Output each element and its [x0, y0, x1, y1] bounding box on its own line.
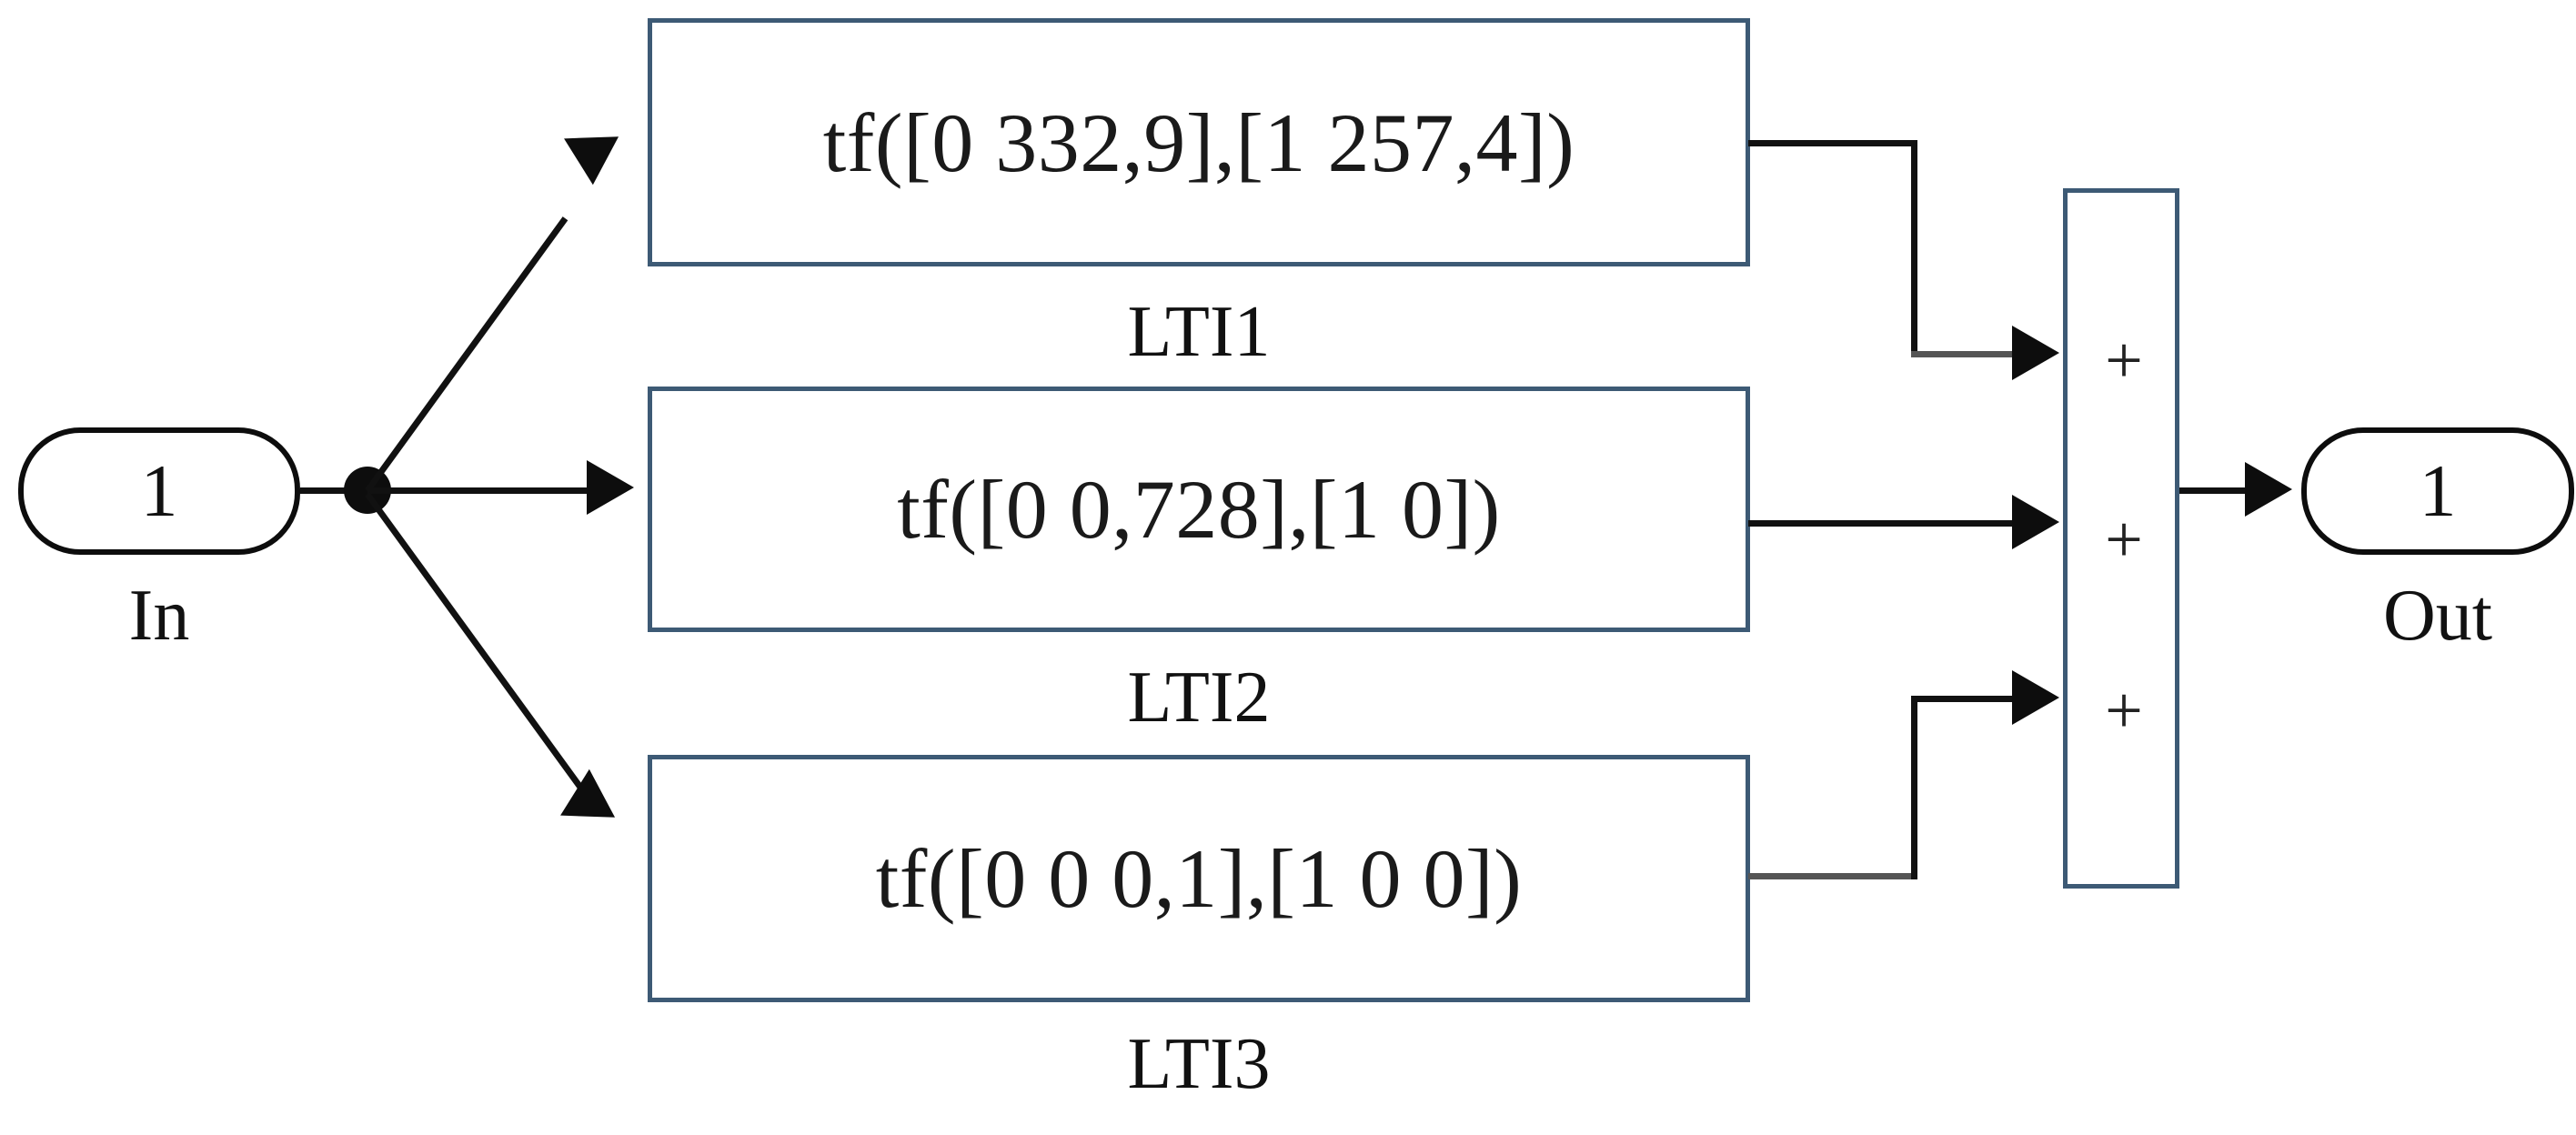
- lti-block-3-expression: tf([0 0 0,1],[1 0 0]): [875, 832, 1523, 925]
- wire-lti1-out-v: [1911, 140, 1917, 354]
- lti-block-2[interactable]: tf([0 0,728],[1 0]): [648, 387, 1750, 632]
- arrowhead-lti1-input: [564, 113, 633, 186]
- wire-lti3-out-v: [1911, 696, 1917, 879]
- lti-block-1-caption: LTI1: [1127, 292, 1271, 372]
- output-port-block[interactable]: 1: [2301, 427, 2574, 555]
- wire-lti1-out-h1: [1748, 140, 1917, 146]
- lti-block-1[interactable]: tf([0 332,9],[1 257,4]): [648, 18, 1750, 266]
- wire-branch-to-lti3: [365, 492, 584, 791]
- output-port-number: 1: [2419, 449, 2457, 532]
- lti-block-3[interactable]: tf([0 0 0,1],[1 0 0]): [648, 755, 1750, 1002]
- wire-lti2-out: [1748, 520, 2030, 527]
- arrowhead-out-port: [2245, 462, 2292, 517]
- wire-sum-to-out: [2179, 487, 2261, 494]
- wire-branch-to-lti2: [367, 487, 595, 494]
- output-port-label: Out: [2383, 576, 2492, 656]
- arrowhead-sum-input-3: [2012, 670, 2059, 725]
- sum-sign-1: +: [2105, 324, 2143, 398]
- lti-block-1-expression: tf([0 332,9],[1 257,4]): [822, 95, 1575, 189]
- wire-lti3-out-h2: [1911, 696, 2029, 702]
- lti-block-2-expression: tf([0 0,728],[1 0]): [897, 463, 1501, 556]
- input-port-number: 1: [140, 449, 178, 532]
- arrowhead-lti2-input: [587, 460, 634, 515]
- wire-in-to-branch: [300, 487, 364, 494]
- sum-block[interactable]: [2063, 188, 2179, 889]
- arrowhead-sum-input-2: [2012, 495, 2059, 549]
- wire-lti1-out-h2: [1911, 351, 2029, 357]
- wire-lti3-out-h1: [1748, 873, 1917, 879]
- wire-branch-to-lti1: [365, 216, 569, 493]
- lti-block-2-caption: LTI2: [1127, 658, 1271, 738]
- sum-sign-3: +: [2105, 674, 2143, 748]
- lti-block-3-caption: LTI3: [1127, 1024, 1271, 1104]
- arrowhead-sum-input-1: [2012, 326, 2059, 380]
- sum-sign-2: +: [2105, 503, 2143, 578]
- input-port-block[interactable]: 1: [18, 427, 300, 555]
- input-port-label: In: [128, 576, 190, 656]
